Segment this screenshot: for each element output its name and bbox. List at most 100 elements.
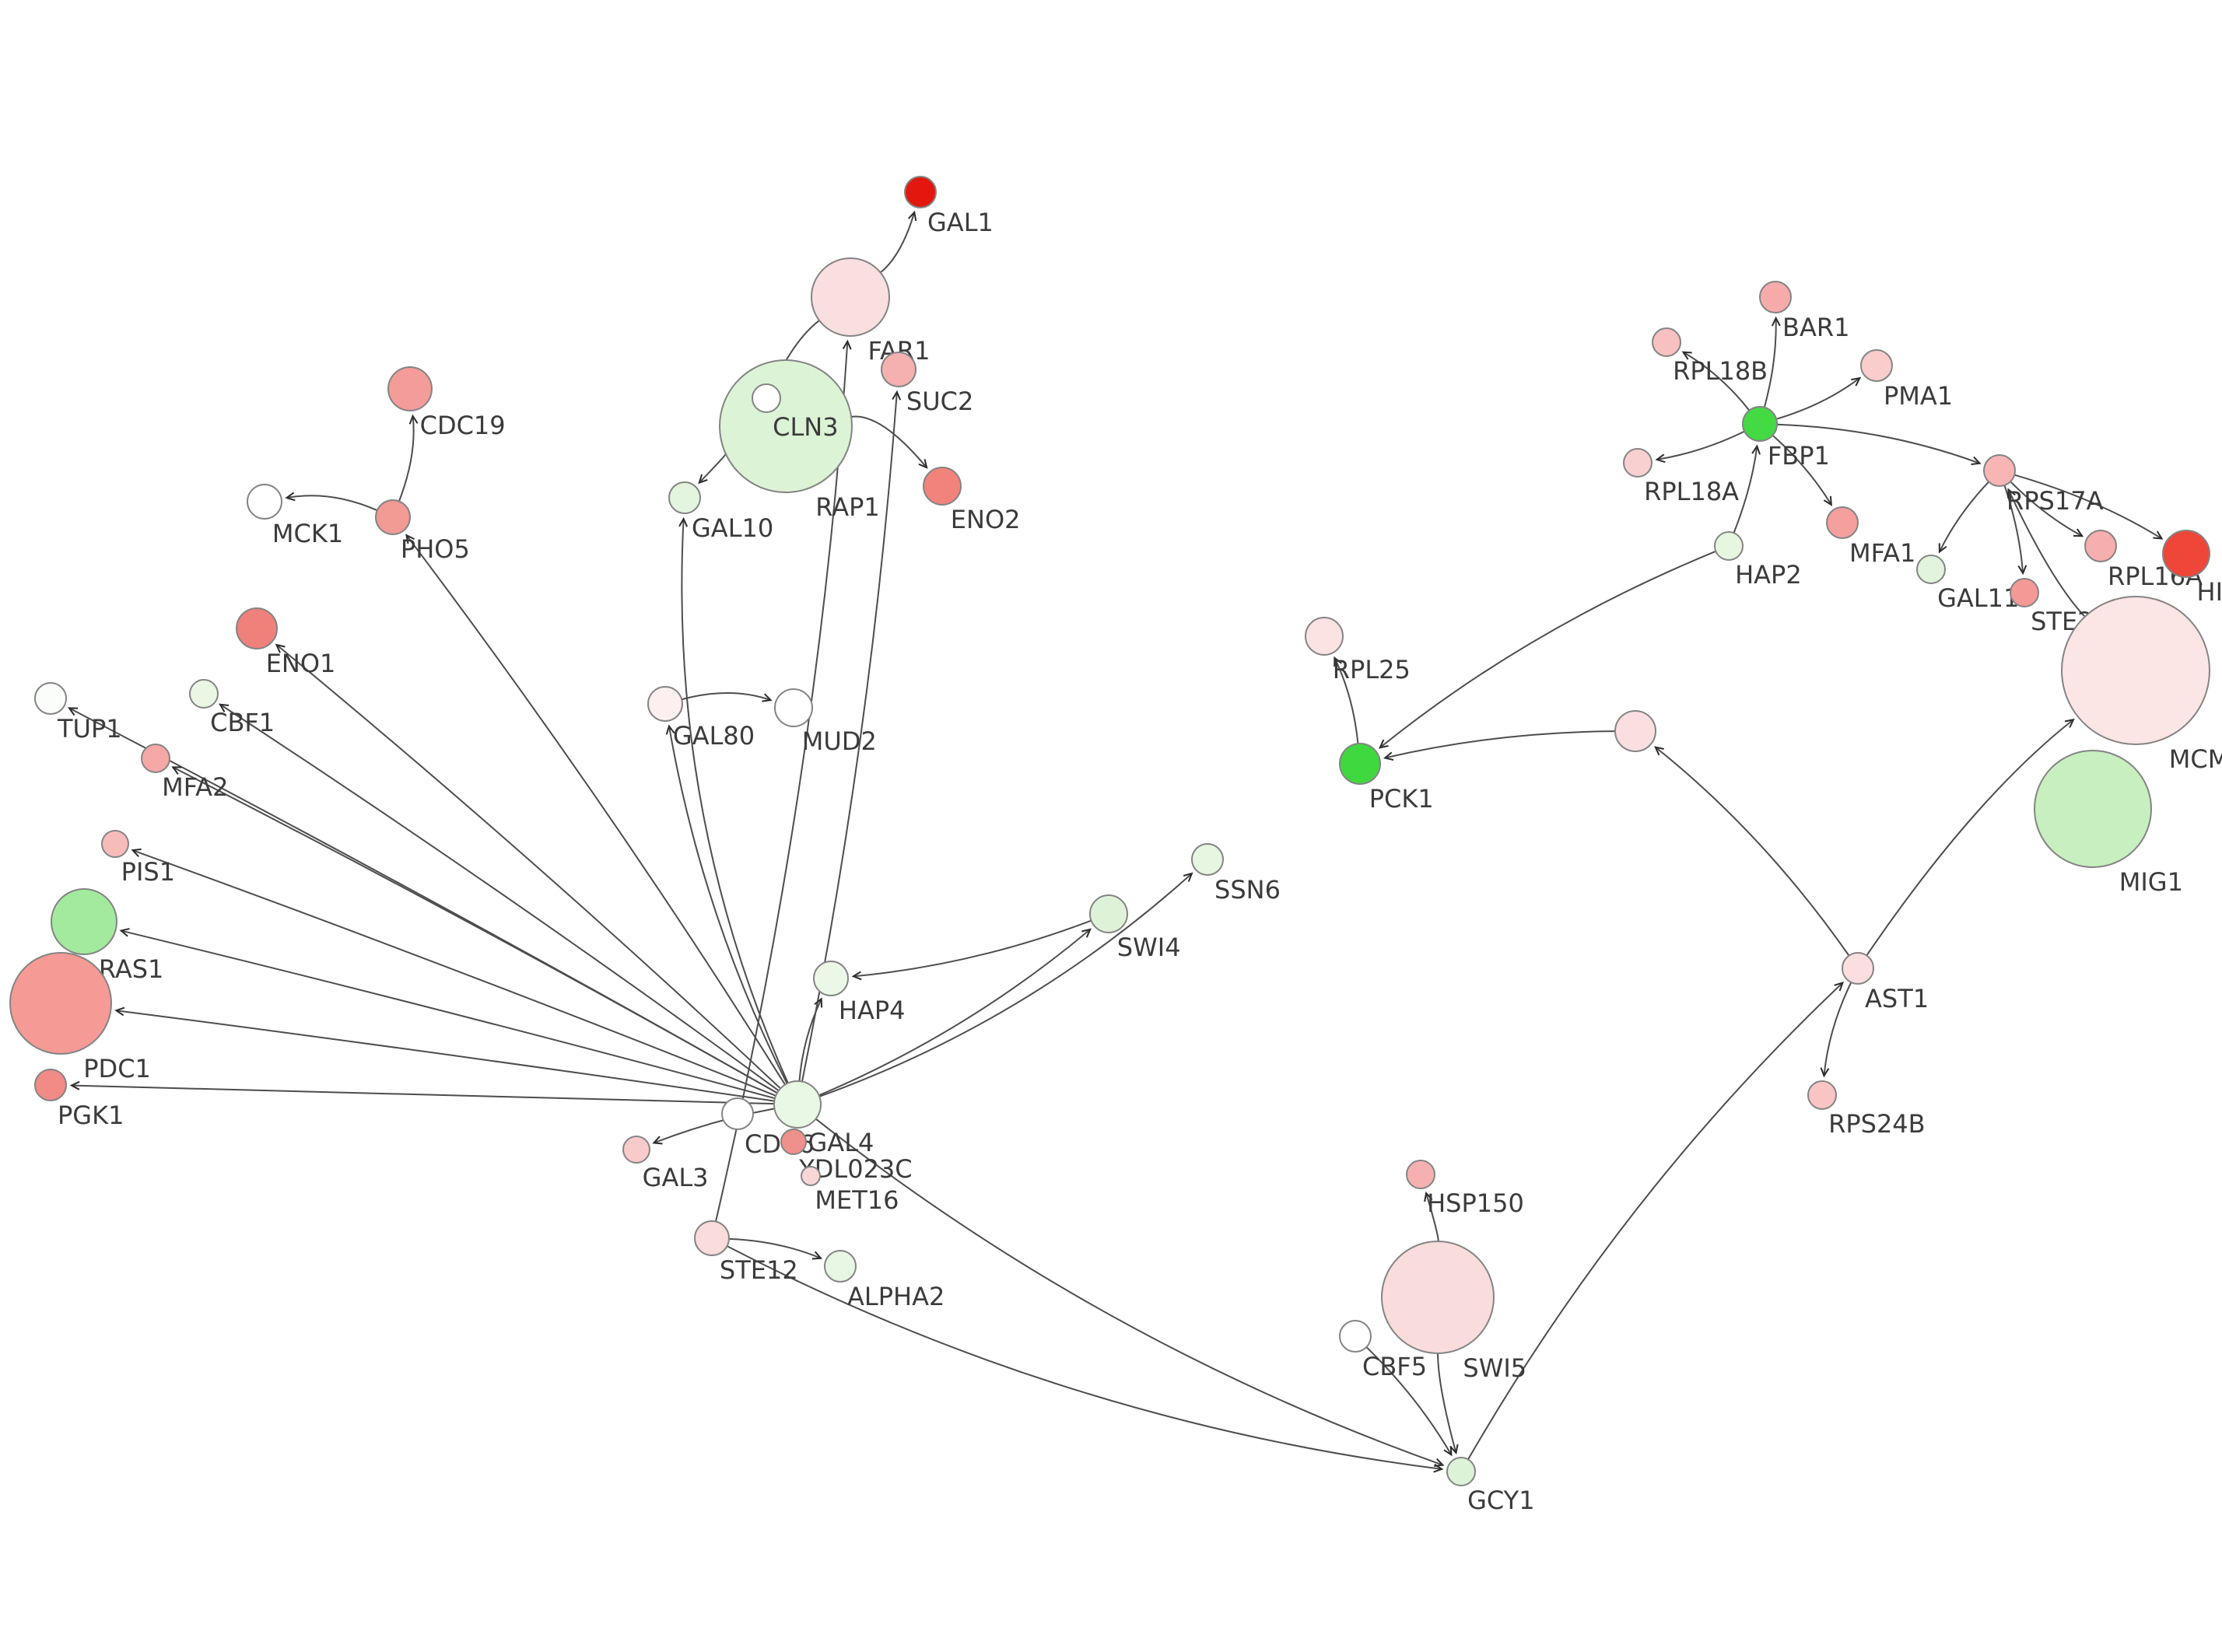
edge-cbf5-gcy1[interactable] — [1365, 1346, 1453, 1457]
node-eno1[interactable] — [236, 607, 278, 649]
edge-swi5-hsp150[interactable] — [1424, 1191, 1439, 1242]
edge-rap1-gal10[interactable] — [698, 453, 727, 485]
edge-gal4-swi4[interactable] — [818, 928, 1092, 1097]
node-swi4[interactable] — [1089, 894, 1128, 933]
edge-pho5-cdc19[interactable] — [398, 414, 419, 502]
edge-gal4-gal80[interactable] — [665, 724, 788, 1084]
edge-fbp1-rpl18b[interactable] — [1681, 351, 1751, 411]
edge-unnamed-pck1[interactable] — [1383, 730, 1616, 761]
edge-fbp1-pma1[interactable] — [1775, 376, 1862, 420]
node-pgk1[interactable] — [34, 1069, 67, 1101]
node-hap2[interactable] — [1714, 531, 1744, 561]
node-tup1[interactable] — [34, 682, 67, 715]
node-cdc6[interactable] — [721, 1097, 754, 1130]
node-pma1[interactable] — [1860, 349, 1893, 382]
node-rpl16a[interactable] — [2084, 530, 2117, 562]
edge-fbp1-mfa1[interactable] — [1772, 434, 1833, 506]
edge-gal4-gal3[interactable] — [652, 1108, 775, 1145]
node-cbf5[interactable] — [1339, 1320, 1372, 1353]
edge-gal4-hap4[interactable] — [798, 997, 823, 1082]
edge-rps17a-his4[interactable] — [2013, 474, 2164, 540]
edge-rps17a-rpl16a[interactable] — [2010, 481, 2084, 537]
edge-swi4-hap4[interactable] — [851, 919, 1092, 981]
edge-ast1-mcm1[interactable] — [1866, 718, 2075, 957]
edge-ast1-unnamed[interactable] — [1654, 746, 1850, 957]
node-ste12[interactable] — [694, 1220, 730, 1256]
edge-gal4-cbf1[interactable] — [219, 703, 780, 1092]
edge-fbp1-rps17a[interactable] — [1776, 423, 1982, 465]
node-rpl18a[interactable] — [1623, 448, 1652, 478]
edge-hap2-fbp1[interactable] — [1733, 444, 1761, 534]
edge-fbp1-rpl18a[interactable] — [1655, 430, 1745, 464]
node-rps17a[interactable] — [1983, 454, 2016, 487]
edge-gal4-ssn6[interactable] — [818, 872, 1193, 1097]
node-ste2[interactable] — [2010, 578, 2039, 607]
edge-swi5-gcy1[interactable] — [1437, 1353, 1459, 1455]
node-suc2[interactable] — [881, 352, 916, 387]
node-gal3[interactable] — [622, 1136, 650, 1164]
edge-rap1-eno2[interactable] — [850, 415, 928, 469]
node-gal1[interactable] — [904, 176, 937, 208]
node-fbp1[interactable] — [1742, 406, 1778, 442]
node-cln3[interactable] — [752, 383, 781, 413]
node-met16[interactable] — [801, 1166, 821, 1186]
edge-gcy1-ast1[interactable] — [1467, 982, 1845, 1460]
node-pho5[interactable] — [375, 499, 411, 535]
edge-gal4-eno1[interactable] — [275, 643, 781, 1090]
node-rps24b[interactable] — [1807, 1080, 1837, 1110]
node-cbf1[interactable] — [189, 679, 219, 709]
node-ast1[interactable] — [1842, 952, 1874, 985]
node-rpl25[interactable] — [1305, 617, 1344, 656]
node-gal4[interactable] — [773, 1080, 822, 1129]
edge-far1-gal1[interactable] — [880, 210, 917, 274]
edge-ste12-gcy1[interactable] — [727, 1245, 1444, 1473]
node-mfa1[interactable] — [1826, 506, 1859, 539]
node-pdc1[interactable] — [9, 952, 112, 1055]
edge-pck1-rpl25[interactable] — [1334, 656, 1359, 744]
edge-gal4-mfa2[interactable] — [171, 766, 778, 1094]
node-his4[interactable] — [2162, 530, 2210, 578]
node-gcy1[interactable] — [1446, 1457, 1476, 1486]
edge-hap2-pck1[interactable] — [1378, 550, 1716, 749]
edge-gal4-tup1[interactable] — [67, 707, 778, 1094]
node-rpl18b[interactable] — [1652, 327, 1681, 357]
node-mck1[interactable] — [247, 484, 282, 520]
node-far1[interactable] — [811, 257, 890, 337]
node-gal10[interactable] — [668, 481, 701, 514]
edge-rps17a-gal11[interactable] — [1938, 481, 1989, 554]
node-swi5[interactable] — [1381, 1241, 1495, 1354]
node-ssn6[interactable] — [1191, 843, 1224, 876]
edge-gal4-pho5[interactable] — [405, 534, 786, 1086]
node-ydl023c[interactable] — [780, 1129, 807, 1155]
node-cdc19[interactable] — [387, 366, 433, 411]
node-mud2[interactable] — [774, 688, 813, 727]
edge-gal4-pgk1[interactable] — [69, 1080, 775, 1105]
edge-fbp1-bar1[interactable] — [1763, 316, 1781, 408]
node-gal11[interactable] — [1916, 555, 1946, 584]
node-hap4[interactable] — [813, 961, 849, 996]
edge-mcm1-rps17a[interactable] — [2007, 488, 2086, 618]
edge-gal4-ras1[interactable] — [119, 928, 776, 1100]
node-mcm1[interactable] — [2061, 596, 2210, 745]
node-pck1[interactable] — [1339, 743, 1381, 785]
node-unnamed[interactable] — [1614, 710, 1656, 752]
node-hsp150[interactable] — [1406, 1160, 1435, 1189]
edge-gal4-gal10[interactable] — [678, 516, 789, 1083]
node-bar1[interactable] — [1759, 281, 1792, 313]
node-pis1[interactable] — [101, 830, 129, 858]
edge-pho5-mck1[interactable] — [285, 492, 378, 512]
node-ras1[interactable] — [51, 888, 117, 955]
node-alpha2[interactable] — [824, 1250, 857, 1283]
edge-gal80-mud2[interactable] — [681, 692, 773, 702]
node-eno2[interactable] — [923, 467, 962, 506]
edge-ste12-alpha2[interactable] — [728, 1237, 823, 1260]
edge-gal4-pis1[interactable] — [131, 848, 776, 1097]
node-mfa2[interactable] — [141, 744, 170, 773]
edge-gal4-pdc1[interactable] — [114, 1006, 775, 1102]
node-gal80[interactable] — [647, 686, 683, 722]
edge-gal4-gcy1[interactable] — [815, 1118, 1445, 1467]
edge-ast1-rps24b[interactable] — [1820, 982, 1852, 1078]
node-mig1[interactable] — [2034, 750, 2152, 868]
